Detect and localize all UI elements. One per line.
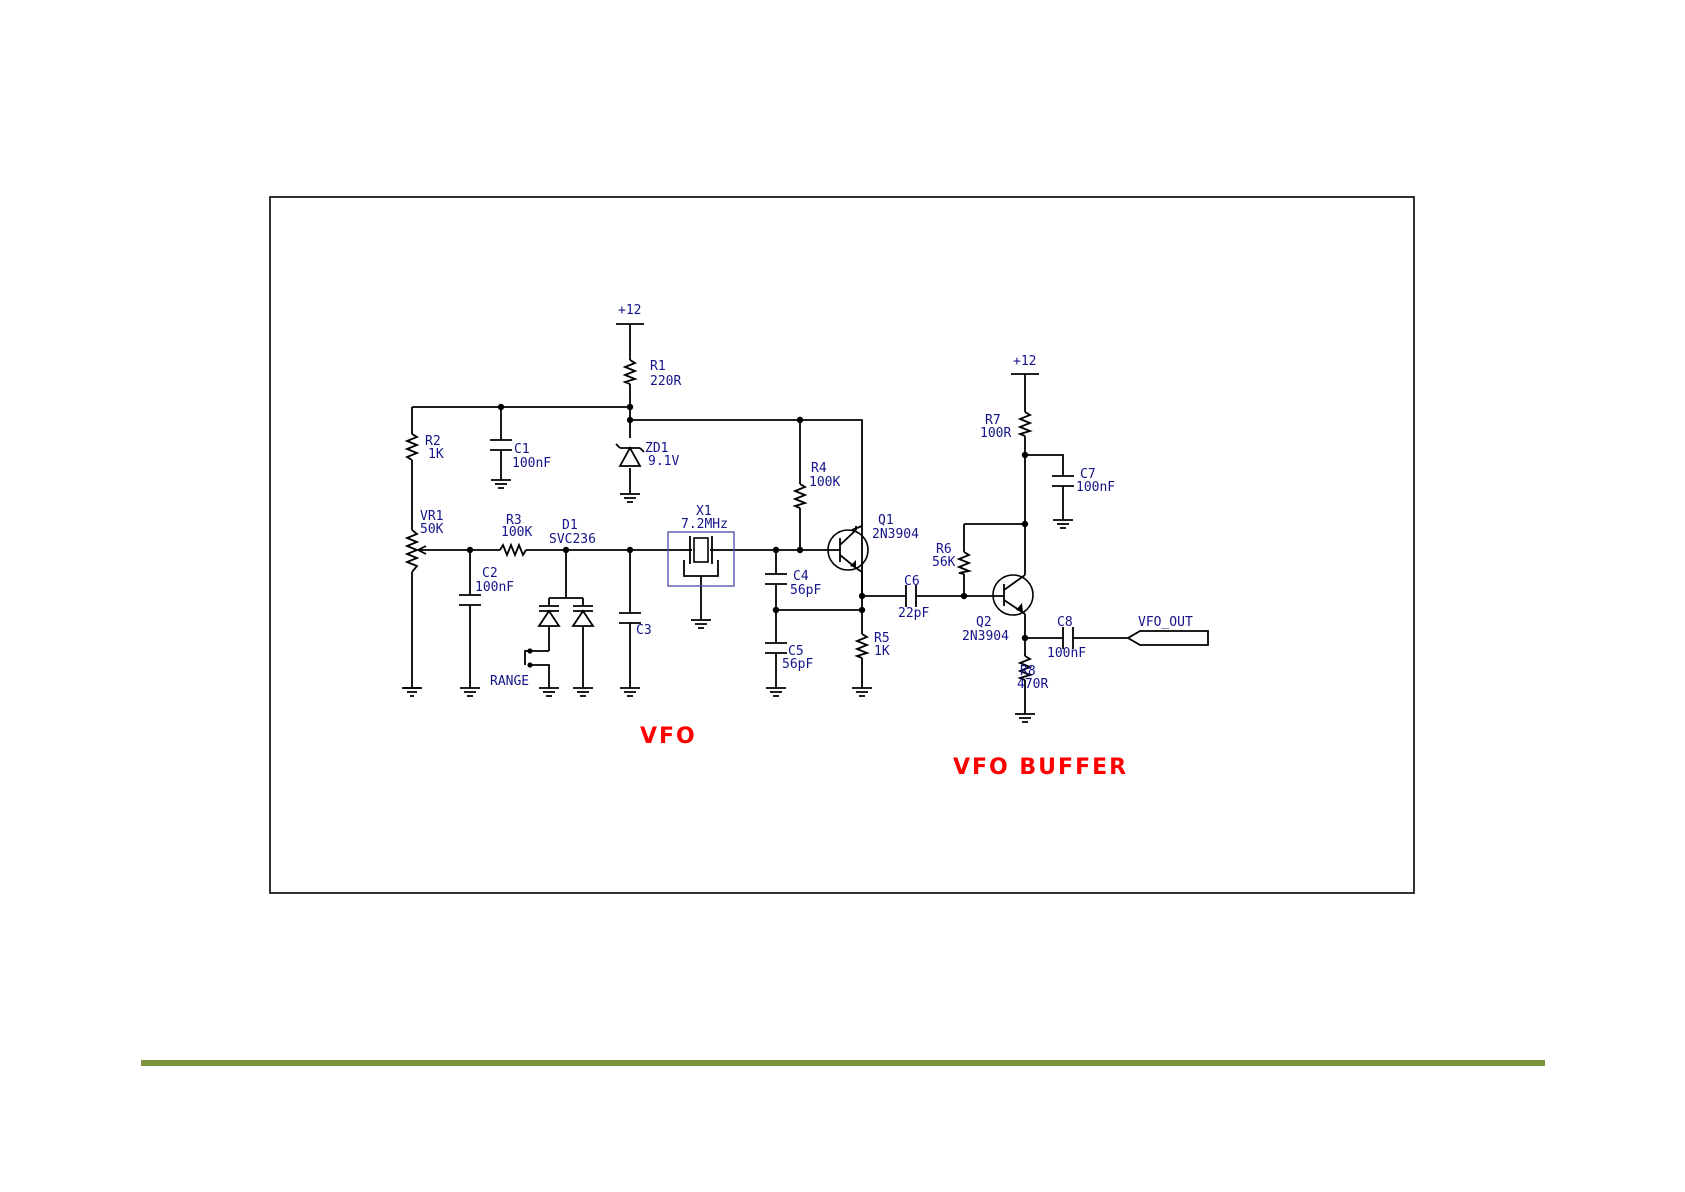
range-switch: RANGE bbox=[490, 648, 533, 689]
ground-symbol bbox=[573, 688, 593, 696]
vfo-supply-symbol: +12 bbox=[616, 303, 644, 324]
buffer-supply-label: +12 bbox=[1013, 354, 1036, 369]
r2-value: 1K bbox=[428, 447, 444, 462]
c1-ref: C1 bbox=[514, 442, 530, 457]
capacitor-c7: C7 100nF bbox=[1052, 467, 1115, 495]
q1-ref: Q1 bbox=[878, 513, 894, 528]
d1-value: SVC236 bbox=[549, 532, 596, 547]
capacitor-c2: C2 100nF bbox=[459, 566, 514, 605]
vfo-buffer-section-title: VFO BUFFER bbox=[953, 755, 1128, 780]
ground-symbol bbox=[491, 480, 511, 488]
resistor-r3: R3 100K bbox=[500, 513, 532, 555]
r4-value: 100K bbox=[809, 475, 840, 490]
c4-ref: C4 bbox=[793, 569, 809, 584]
footer-rule bbox=[141, 1060, 1545, 1066]
q1-value: 2N3904 bbox=[872, 527, 919, 542]
varactor-d1: D1 SVC236 bbox=[539, 518, 596, 626]
zd1-value: 9.1V bbox=[648, 454, 679, 469]
ground-symbol bbox=[1015, 714, 1035, 722]
r5-value: 1K bbox=[874, 644, 890, 659]
r3-value: 100K bbox=[501, 525, 532, 540]
capacitor-c3: C3 bbox=[619, 613, 652, 638]
resistor-r2: R2 1K bbox=[407, 434, 444, 462]
c2-ref: C2 bbox=[482, 566, 498, 581]
c3-ref: C3 bbox=[636, 623, 652, 638]
vfo-supply-label: +12 bbox=[618, 303, 641, 318]
schematic-border bbox=[270, 197, 1414, 893]
c6-ref: C6 bbox=[904, 574, 920, 589]
c4-value: 56pF bbox=[790, 583, 821, 598]
q2-value: 2N3904 bbox=[962, 629, 1009, 644]
transistor-q2: Q2 2N3904 bbox=[962, 575, 1033, 644]
c7-value: 100nF bbox=[1076, 480, 1115, 495]
q2-ref: Q2 bbox=[976, 615, 992, 630]
c8-ref: C8 bbox=[1057, 615, 1073, 630]
capacitor-c6: C6 22pF bbox=[898, 574, 929, 621]
resistor-r4: R4 100K bbox=[795, 461, 840, 508]
vr1-value: 50K bbox=[420, 522, 444, 537]
ground-symbol bbox=[620, 688, 640, 696]
x1-value: 7.2MHz bbox=[681, 517, 728, 532]
capacitor-c5: C5 56pF bbox=[765, 643, 813, 672]
resistor-r1: R1 220R bbox=[625, 359, 681, 389]
ground-symbol bbox=[852, 688, 872, 696]
crystal-x1: X1 7.2MHz bbox=[668, 504, 734, 586]
r1-ref: R1 bbox=[650, 359, 666, 374]
ground-symbol bbox=[691, 620, 711, 628]
c2-value: 100nF bbox=[475, 580, 514, 595]
ground-symbol bbox=[620, 494, 640, 502]
r7-value: 100R bbox=[980, 426, 1011, 441]
r1-value: 220R bbox=[650, 374, 681, 389]
ground-symbol bbox=[460, 688, 480, 696]
ground-symbol bbox=[539, 688, 559, 696]
d1-ref: D1 bbox=[562, 518, 578, 533]
c1-value: 100nF bbox=[512, 456, 551, 471]
range-switch-label: RANGE bbox=[490, 674, 529, 689]
ground-symbol bbox=[402, 688, 422, 696]
vfo-out-label: VFO_OUT bbox=[1138, 615, 1193, 630]
c5-value: 56pF bbox=[782, 657, 813, 672]
ground-symbol bbox=[1053, 520, 1073, 528]
resistor-r8: R8 470R bbox=[1017, 656, 1048, 692]
resistor-r7: R7 100R bbox=[980, 412, 1030, 441]
r8-value: 470R bbox=[1017, 677, 1048, 692]
c6-value: 22pF bbox=[898, 606, 929, 621]
ground-symbol bbox=[766, 688, 786, 696]
zener-diode-zd1: ZD1 9.1V bbox=[616, 441, 679, 469]
c8-value: 100nF bbox=[1047, 646, 1086, 661]
vfo-out-port: VFO_OUT bbox=[1128, 615, 1208, 645]
vfo-section-title: VFO bbox=[640, 724, 697, 749]
r6-value: 56K bbox=[932, 555, 956, 570]
r4-ref: R4 bbox=[811, 461, 827, 476]
capacitor-c1: C1 100nF bbox=[490, 440, 551, 471]
capacitor-c4: C4 56pF bbox=[765, 569, 821, 598]
resistor-r5: R5 1K bbox=[857, 631, 890, 659]
buffer-supply-symbol: +12 bbox=[1011, 354, 1039, 374]
